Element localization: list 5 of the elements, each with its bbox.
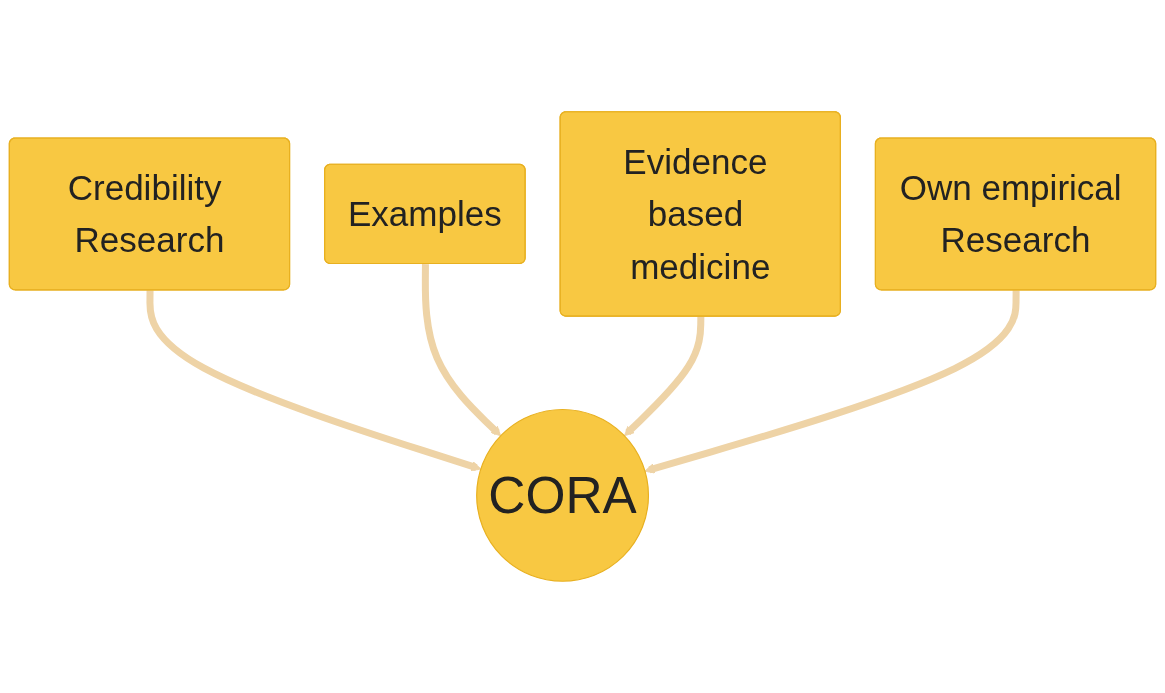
arrow: [146, 290, 482, 472]
arrow: [623, 316, 705, 437]
arrow: [421, 264, 502, 437]
node-circle: CORA: [476, 408, 650, 582]
arrow: [644, 290, 1020, 474]
